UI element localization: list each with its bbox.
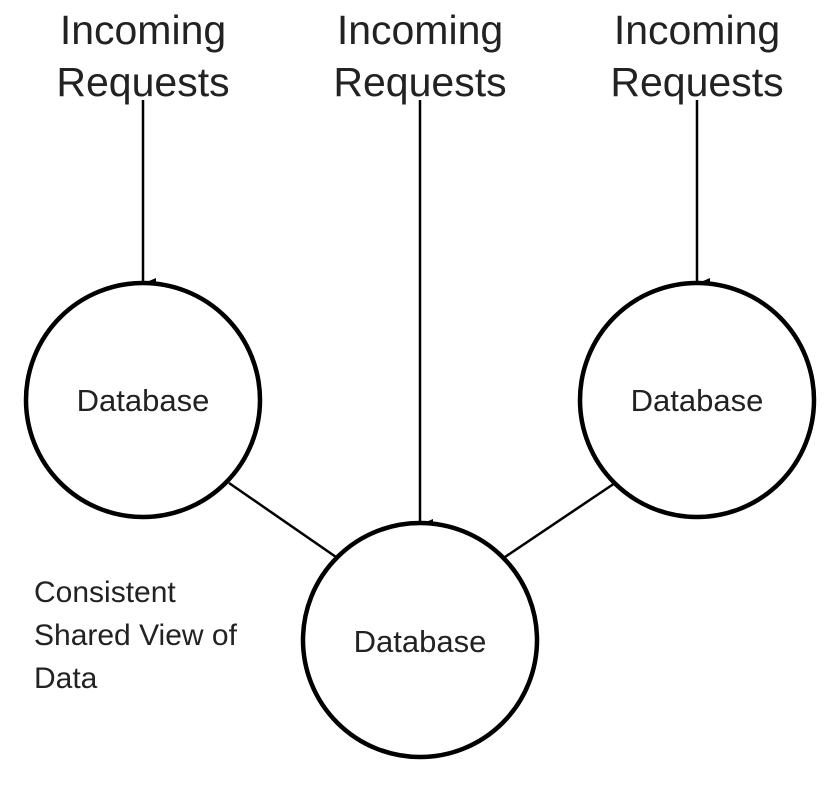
incoming-requests-label-left: Incoming Requests bbox=[23, 4, 263, 108]
label-line: Incoming bbox=[336, 7, 504, 53]
database-label: Database bbox=[631, 383, 764, 418]
database-node-left: Database bbox=[23, 280, 263, 520]
annotation-line: Data bbox=[34, 662, 98, 695]
database-node-center: Database bbox=[300, 520, 540, 760]
annotation-line: Shared View of bbox=[34, 619, 237, 652]
incoming-requests-label-center: Incoming Requests bbox=[300, 4, 540, 108]
shared-view-annotation: Consistent Shared View of Data bbox=[34, 571, 237, 700]
annotation-line: Consistent bbox=[34, 576, 176, 609]
database-label: Database bbox=[77, 383, 210, 418]
database-circle bbox=[577, 280, 817, 520]
label-line: Requests bbox=[333, 59, 507, 105]
incoming-requests-label-right: Incoming Requests bbox=[577, 4, 817, 108]
label-line: Requests bbox=[610, 59, 784, 105]
connector-right-to-center bbox=[504, 481, 616, 559]
label-line: Incoming bbox=[59, 7, 227, 53]
database-circle bbox=[23, 280, 263, 520]
label-line: Incoming bbox=[613, 7, 781, 53]
database-circle bbox=[300, 520, 540, 760]
connector-left-to-center bbox=[228, 481, 337, 559]
database-label: Database bbox=[354, 624, 487, 659]
database-node-right: Database bbox=[577, 280, 817, 520]
label-line: Requests bbox=[56, 59, 230, 105]
